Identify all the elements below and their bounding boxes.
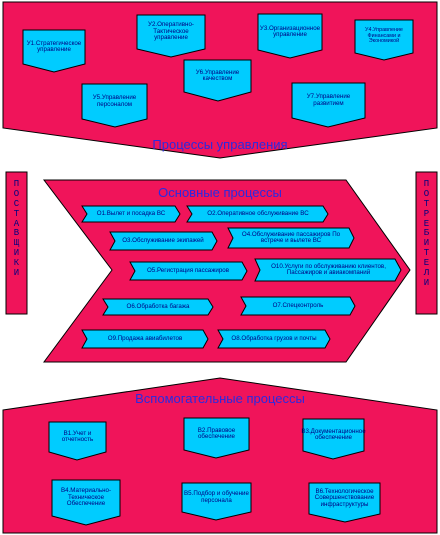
vertical-letter: О [13,188,20,199]
mgmt-box-u3[interactable] [257,13,323,59]
vertical-letter: В [13,228,20,239]
vertical-letter: Е [423,258,430,269]
support-box-v5[interactable] [181,482,252,521]
vertical-letter: Р [423,208,430,219]
mgmt-label-u1: У1.Стратегическое управление [26,39,82,53]
core-arrow-o8[interactable] [217,329,331,349]
vertical-letter: С [13,198,20,209]
vertical-letter: А [13,218,20,229]
core-arrow-o1[interactable] [81,205,181,223]
core-label-o10: О10.Услуги по обслуживанию клиентов, Пас… [271,262,386,276]
support-label-v6: В6.Технологическое Совершенствование инф… [314,487,375,508]
vertical-letter: Л [423,268,430,279]
vertical-letter: И [13,248,20,259]
core-label-o5: О5.Регистрация пассажиров [146,266,230,274]
vertical-letter: И [13,268,20,279]
support-box-v1[interactable] [48,421,107,461]
suppliers-panel [5,171,28,315]
mgmt-label-u5: У5.Управление персоналом [92,94,137,108]
core-arrow-o2[interactable] [186,205,329,223]
core-label-o7: О7.Спецконтроль [272,301,324,309]
mgmt-label-u3: У3.Организационное управление [259,24,321,38]
mgmt-box-u7[interactable] [291,82,366,128]
vertical-letter: И [423,238,430,249]
mgmt-label-u2: У2.Оперативно-Тактическое управление [148,21,194,42]
management-title: Процессы управления [152,136,288,152]
consumers-panel [415,171,438,315]
mgmt-box-u6[interactable] [183,59,252,102]
mgmt-box-u4[interactable] [354,19,414,61]
vertical-letter: И [423,277,430,288]
core-arrow-o4[interactable] [227,227,355,249]
core-label-o4: О4.Обслуживание пассажиров По встрече и … [241,230,341,244]
mgmt-label-u6: У6.Управление качеством [195,68,240,82]
mgmt-box-u1[interactable] [22,29,86,73]
core-arrow-o9[interactable] [81,329,209,349]
core-label-o2: О2.Оперативное обслуживание ВС [207,209,309,217]
support-box-v3[interactable] [302,418,365,460]
support-label-v1: В1.Учет и отчетность [61,429,94,443]
core-label-o8: О8.Обработка грузов и почты [231,334,317,342]
support-box-v2[interactable] [183,417,250,459]
vertical-letter: П [13,179,20,189]
core-arrow-o10[interactable] [254,258,402,282]
vertical-letter: Т [13,208,20,219]
vertical-letter: Т [423,248,430,259]
support-label-v2: В2.Правовое обеспечение [197,426,236,440]
core-arrow-o7[interactable] [240,296,356,316]
support-label-v3: В3.Документационное обеспечение [301,427,366,441]
mgmt-label-u7: У7.Управление развитием [306,93,351,107]
vertical-letter: Е [423,218,430,229]
support-box-v4[interactable] [51,479,121,526]
core-label-o6: О6.Обработка багажа [126,302,190,310]
core-arrow-o3[interactable] [109,231,218,251]
core-title: Основные процессы [158,184,282,200]
support-title: Вспомогательные процессы [135,390,305,406]
vertical-letter: К [13,258,20,269]
core-arrow-o5[interactable] [129,261,248,281]
support-label-v4: В4.Материально-Техническое Обеспечение [60,487,112,508]
mgmt-label-u4: У4.Управление Финансами и Экономикой [365,26,403,45]
core-label-o3: О3.Обслуживание экипажей [122,236,204,244]
support-box-v6[interactable] [308,482,381,523]
mgmt-box-u5[interactable] [81,83,148,128]
support-label-v5: В5.Подбор и обучение персонала [184,490,249,504]
vertical-letter: Б [423,228,430,239]
core-label-o1: О1.Вылет и посадка ВС [96,209,166,217]
vertical-letter: О [423,188,430,199]
core-arrow-o6[interactable] [102,298,214,316]
vertical-letter: Т [423,198,430,209]
core-label-o9: О9.Продажа авиабилетов [107,334,183,342]
mgmt-box-u2[interactable] [136,14,206,58]
vertical-letter: Щ [13,238,20,249]
vertical-letter: П [423,179,430,189]
